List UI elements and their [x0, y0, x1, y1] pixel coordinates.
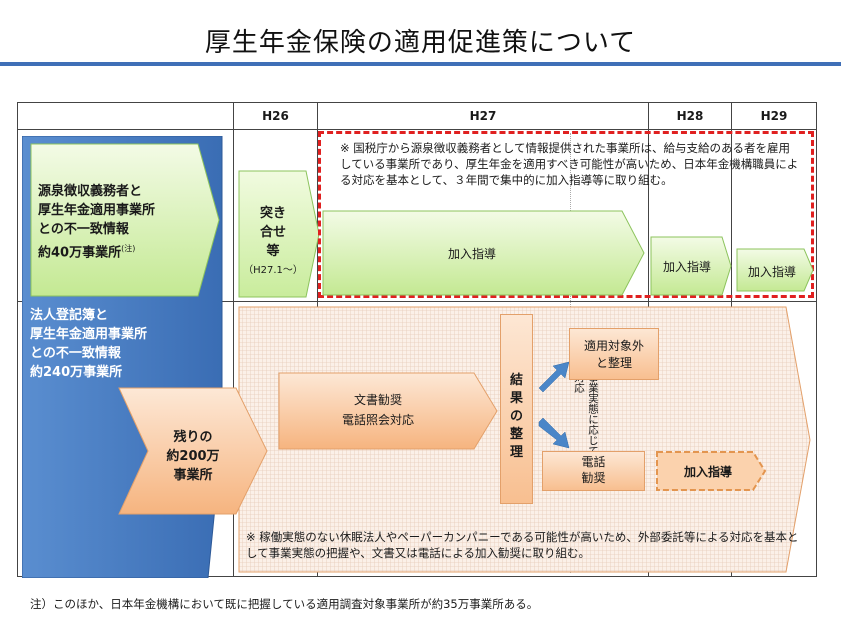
- section-b-line-1: 法人登記簿と: [30, 308, 109, 323]
- tsukiawase-line-3: 等: [266, 244, 280, 259]
- col-header-h26: H26: [262, 109, 289, 123]
- footnote: 注）このほか、日本年金機構において既に把握している適用調査対象事業所が約35万事…: [30, 597, 539, 611]
- results-sorting-char-4: 整: [509, 427, 523, 442]
- phone-recommendation-label: 電話 勧奨: [542, 454, 645, 486]
- section-b-line-4: 約240万事業所: [30, 365, 123, 380]
- section-a-note: ※ 国税庁から源泉徴収義務者として情報提供された事業所は、給与支給のある者を雇用…: [340, 141, 799, 187]
- phone-recommendation-line-2: 勧奨: [581, 471, 606, 485]
- results-sorting-char-5: 理: [509, 445, 523, 460]
- h29-guidance-arrow: [736, 248, 814, 292]
- section-divider: [17, 301, 817, 302]
- not-applicable-line-1: 適用対象外: [583, 339, 644, 353]
- section-b-label: 法人登記簿と 厚生年金適用事業所 との不一致情報 約240万事業所: [30, 306, 210, 382]
- situation-note: 事業実態に応じて対応: [573, 372, 599, 456]
- col-header-h28: H28: [676, 109, 704, 123]
- h27-guidance-arrow: [322, 210, 645, 296]
- h28-guidance-arrow: [650, 236, 732, 296]
- section-b-note: ※ 稼働実態のない休眠法人やペーパーカンパニーである可能性が高いため、外部委託等…: [246, 530, 799, 560]
- h29-guidance-label: 加入指導: [747, 265, 796, 279]
- branch-arrows: [538, 361, 570, 449]
- section-a-line-2: 厚生年金適用事業所: [38, 203, 156, 218]
- remaining-line-3: 事業所: [173, 468, 213, 483]
- results-sorting-char-3: の: [509, 409, 523, 424]
- col-header-h29: H29: [760, 109, 788, 123]
- results-sorting-label: 結 果 の 整 理: [500, 372, 533, 462]
- phone-recommendation-box: [542, 451, 645, 491]
- tsukiawase-line-2: 合せ: [259, 225, 286, 240]
- results-sorting-box: [500, 314, 533, 504]
- remaining-arrow: [118, 387, 268, 515]
- schedule-table: [17, 102, 817, 577]
- remaining-line-2: 約200万: [166, 449, 220, 464]
- title-divider: [0, 62, 841, 66]
- section-a-line-3: との不一致情報: [38, 222, 129, 237]
- section-b-line-3: との不一致情報: [30, 346, 121, 361]
- section-a-note-marker: (注): [121, 244, 136, 253]
- not-applicable-box: [569, 328, 659, 380]
- tsukiawase-arrow: [238, 170, 320, 298]
- tsukiawase-line-1: 突き: [259, 206, 286, 221]
- document-recommendation-line-2: 電話照会対応: [341, 413, 414, 427]
- section-b-line-2: 厚生年金適用事業所: [30, 327, 148, 342]
- section-a-line-1: 源泉徴収義務者と: [38, 184, 143, 199]
- enrollment-guidance-label: 加入指導: [683, 465, 732, 479]
- h28-guidance-label: 加入指導: [662, 260, 711, 274]
- concentrated-period-frame: [318, 131, 814, 298]
- col-header-h27: H27: [469, 109, 497, 123]
- not-applicable-label: 適用対象外 と整理: [569, 338, 659, 372]
- document-recommendation-line-1: 文書勧奨: [353, 393, 402, 407]
- remaining-label: 残りの 約200万 事業所: [148, 428, 238, 485]
- document-recommendation-label: 文書勧奨 電話照会対応: [280, 390, 476, 430]
- h27-guidance-label: 加入指導: [447, 247, 496, 261]
- results-sorting-char-2: 果: [509, 391, 523, 406]
- header-divider: [17, 129, 817, 130]
- col-divider-1: [233, 102, 234, 577]
- section-a-line-4: 約40万事業所: [38, 245, 122, 261]
- tsukiawase-label: 突き 合せ 等 （H27.1〜）: [240, 204, 306, 280]
- document-recommendation-arrow: [278, 372, 498, 450]
- enrollment-guidance-arrow: [656, 451, 767, 491]
- not-applicable-line-2: と整理: [595, 356, 632, 370]
- page-title: 厚生年金保険の適用促進策について: [204, 28, 637, 58]
- tsukiawase-date: （H27.1〜）: [243, 265, 303, 276]
- phone-recommendation-line-1: 電話: [581, 455, 606, 469]
- results-sorting-char-1: 結: [509, 373, 523, 388]
- section-a-label: 源泉徴収義務者と 厚生年金適用事業所 との不一致情報 約40万事業所(注): [38, 182, 203, 262]
- remaining-line-1: 残りの: [173, 430, 213, 445]
- section-a-arrow: [30, 143, 220, 297]
